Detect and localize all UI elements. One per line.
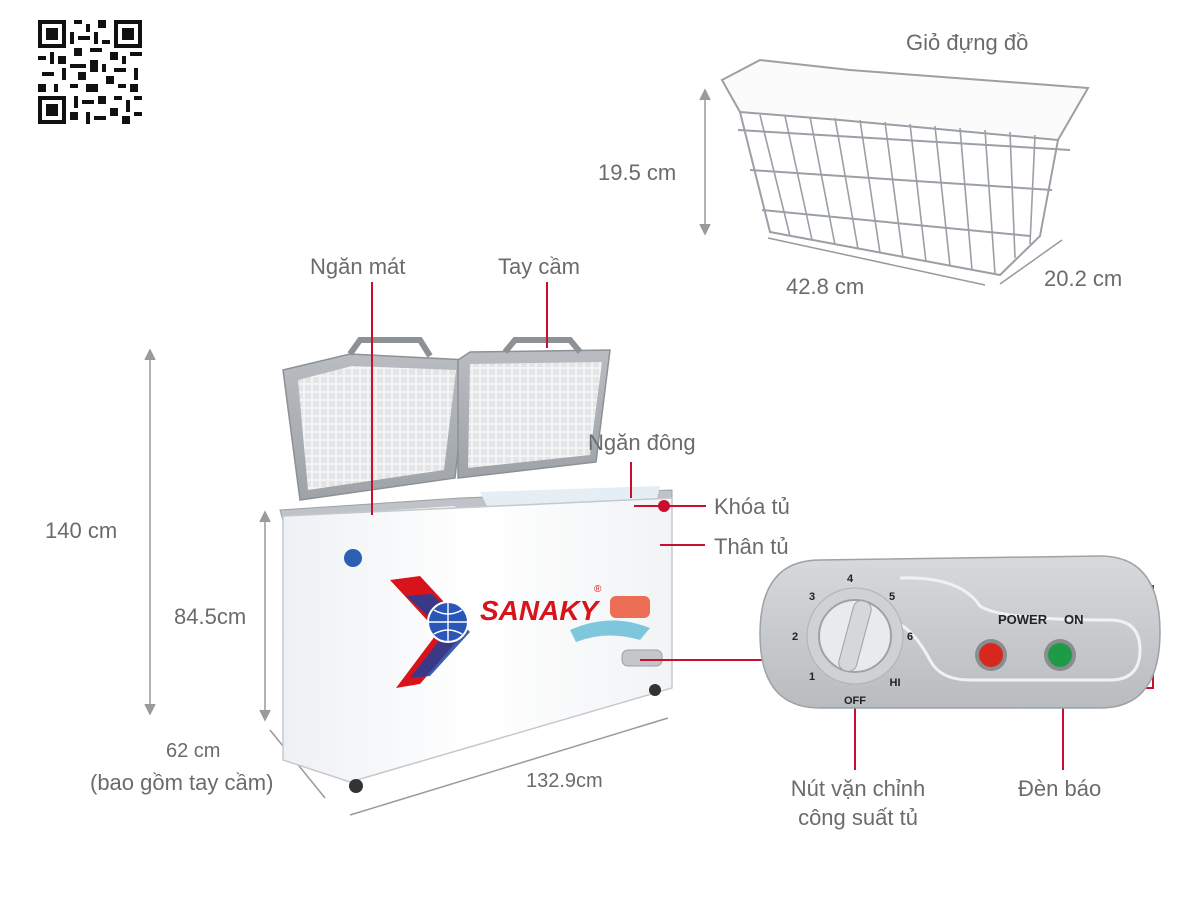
power-label: POWER bbox=[998, 612, 1048, 627]
on-label: ON bbox=[1064, 612, 1084, 627]
svg-text:HI: HI bbox=[890, 677, 901, 689]
power-lamp bbox=[979, 643, 1003, 667]
freezer-compartment-label: Ngăn đông bbox=[588, 430, 696, 455]
basket-illustration bbox=[720, 58, 1090, 277]
handle-label: Tay cầm bbox=[498, 254, 580, 279]
svg-text:1: 1 bbox=[809, 671, 815, 683]
svg-text:2: 2 bbox=[792, 631, 798, 643]
basket-height-label: 19.5 cm bbox=[598, 160, 677, 185]
depth-label: 62 cm bbox=[166, 740, 221, 762]
globe-logo-icon bbox=[390, 576, 470, 688]
svg-text:OFF: OFF bbox=[844, 695, 866, 707]
body-height-label: 84.5cm bbox=[174, 604, 247, 629]
knob-label: Nút vặn chỉnh công suất tủ bbox=[790, 776, 926, 831]
svg-text:4: 4 bbox=[847, 573, 854, 585]
basket-width-label: 20.2 cm bbox=[1044, 266, 1123, 291]
cool-compartment-label: Ngăn mát bbox=[310, 254, 406, 279]
basket-length-label: 42.8 cm bbox=[786, 274, 865, 299]
total-height-label: 140 cm bbox=[45, 518, 118, 543]
body-label: Thân tủ bbox=[714, 534, 789, 559]
lock-label: Khóa tủ bbox=[714, 494, 790, 519]
svg-text:5: 5 bbox=[889, 591, 895, 603]
svg-text:®: ® bbox=[594, 584, 602, 595]
control-panel: OFF 1 2 3 4 5 6 HI POWER ON bbox=[759, 555, 1161, 709]
svg-text:6: 6 bbox=[907, 631, 913, 643]
qr-code-icon bbox=[38, 20, 142, 124]
basket-label: Giỏ đựng đồ bbox=[906, 30, 1029, 55]
freezer-illustration: SANAKY ® bbox=[279, 337, 673, 793]
depth-note-label: (bao gồm tay cầm) bbox=[90, 770, 274, 795]
length-label: 132.9cm bbox=[526, 770, 603, 792]
on-lamp bbox=[1048, 643, 1072, 667]
svg-text:3: 3 bbox=[809, 591, 815, 603]
brand-name: SANAKY bbox=[480, 595, 601, 626]
indicator-label: Đèn báo bbox=[1018, 776, 1102, 801]
dimension-lines bbox=[144, 88, 1063, 816]
